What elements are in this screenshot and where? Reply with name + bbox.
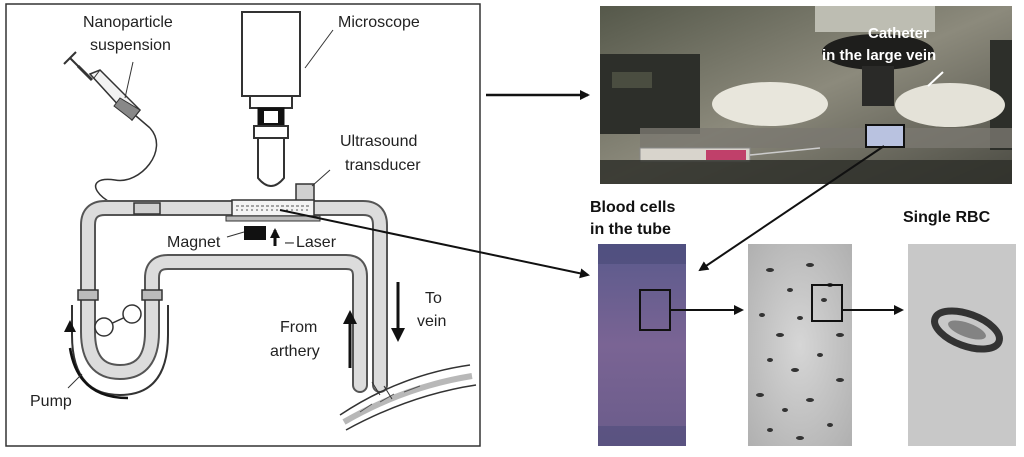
- catheter-leader-line: [927, 71, 944, 87]
- ultrasound-label-line1: Ultrasound: [340, 133, 417, 150]
- rbc-cell-icon: [931, 307, 1003, 353]
- photo-rat-right: [895, 83, 1005, 127]
- photo-roi-box: [865, 124, 905, 148]
- ultrasound-leader-line: [311, 169, 331, 187]
- cell-dots: [756, 263, 844, 440]
- from-label-line2: arthery: [270, 343, 320, 360]
- to-label-line2: vein: [417, 313, 446, 330]
- pump-leader-line: [67, 373, 83, 389]
- equipment-display: [612, 72, 652, 88]
- to-label-line1: To: [425, 290, 442, 307]
- blood-tube-micrograph: [598, 244, 686, 446]
- schematic-panel: Nanoparticle suspension Microscope Ultra…: [5, 3, 481, 447]
- photo-syringe-needle: [749, 147, 821, 156]
- microscope-icon: [241, 11, 301, 187]
- flow-chamber: [225, 199, 321, 222]
- magnet-icon: [244, 226, 266, 240]
- from-label-line1: From: [280, 319, 317, 336]
- photo-objective-tube: [862, 66, 894, 106]
- photo-rat-left: [712, 82, 828, 126]
- catheter-label-line2: in the large vein: [822, 47, 936, 64]
- equipment-block-right: [990, 40, 1012, 150]
- nanoparticle-label-line2: suspension: [90, 37, 171, 54]
- photo-panel: Catheter in the large vein: [600, 6, 1012, 184]
- zoom-roi-box: [811, 284, 843, 322]
- blood-vessel-icon: [339, 364, 477, 431]
- photo-syringe-fluid: [706, 150, 746, 160]
- laser-label: Laser: [296, 234, 337, 251]
- microscope-label: Microscope: [338, 14, 420, 31]
- magnet-label: Magnet: [167, 234, 221, 251]
- arrow-chamber-to-tube: [279, 209, 590, 279]
- nanoparticle-label-line1: Nanoparticle: [83, 14, 173, 31]
- blood-cells-label-line2: in the tube: [590, 221, 671, 238]
- single-rbc-micrograph: [908, 244, 1016, 446]
- arrow-roi-to-tube: [698, 145, 885, 272]
- zoomed-micrograph: [748, 244, 852, 446]
- magnet-leader-line: [226, 231, 245, 238]
- single-rbc-label: Single RBC: [903, 209, 991, 226]
- blood-cells-label-line1: Blood cells: [590, 199, 675, 216]
- photo-dark-floor: [600, 160, 1012, 184]
- tube-connector: [133, 202, 161, 215]
- to-arrow-icon: [391, 282, 405, 342]
- laser-dash: –: [285, 234, 294, 251]
- nanoparticle-leader-line: [124, 61, 134, 99]
- microscope-leader-line: [304, 29, 334, 69]
- photo-microscope-body: [815, 6, 935, 32]
- from-arrow-icon: [343, 310, 357, 368]
- syringe-icon: [63, 51, 151, 129]
- pump-label: Pump: [30, 393, 72, 410]
- pump-icon: [64, 289, 169, 400]
- equipment-block-left: [600, 54, 700, 134]
- photo-stage: [640, 128, 1012, 148]
- catheter-label-line1: Catheter: [868, 25, 929, 42]
- photo-microscope-objective: [822, 34, 934, 70]
- ultrasound-label-line2: transducer: [345, 157, 421, 174]
